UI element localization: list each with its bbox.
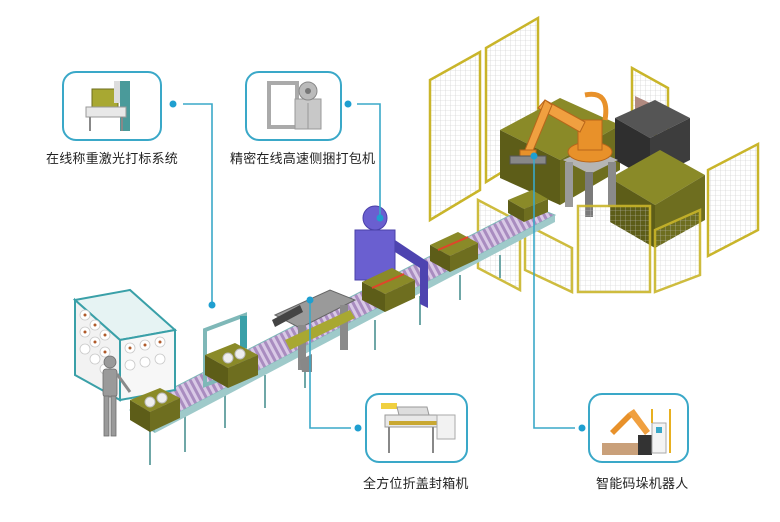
label-sealing: 全方位折盖封箱机	[363, 477, 469, 492]
label-weighing: 在线称重激光打标系统	[46, 152, 179, 167]
strapping-machine	[354, 205, 428, 308]
connector-dots	[169, 100, 586, 432]
callout-palletizing-thumbnail	[588, 393, 689, 463]
sealing-machine-icon	[381, 403, 456, 453]
carton-open-2	[205, 343, 258, 388]
callout-weighing-thumbnail	[62, 71, 162, 141]
strapping-machine-icon	[267, 81, 322, 130]
carton-sealer	[272, 289, 357, 372]
callout-sealing-thumbnail	[365, 393, 468, 463]
label-strapping: 精密在线高速侧捆打包机	[230, 152, 376, 167]
weighing-machine-icon	[85, 81, 130, 131]
connector-weighing	[183, 103, 213, 305]
label-palletizing: 智能码垛机器人	[596, 477, 689, 492]
carton-strapped-1	[362, 268, 415, 312]
carton-open-1	[130, 388, 180, 432]
callout-connectors	[183, 103, 575, 429]
connector-strapping	[357, 103, 381, 218]
yarn-bobbin-rack	[72, 288, 178, 402]
connector-sealing	[309, 300, 351, 429]
callout-strapping-thumbnail	[245, 71, 342, 141]
carton-strapped-2	[430, 232, 478, 272]
palletizing-robot-arm	[509, 91, 613, 165]
robot-arm-icon	[602, 409, 671, 455]
carton-strapped-3	[508, 190, 548, 222]
connector-palletizing	[533, 156, 575, 429]
operator-figure	[102, 355, 132, 437]
